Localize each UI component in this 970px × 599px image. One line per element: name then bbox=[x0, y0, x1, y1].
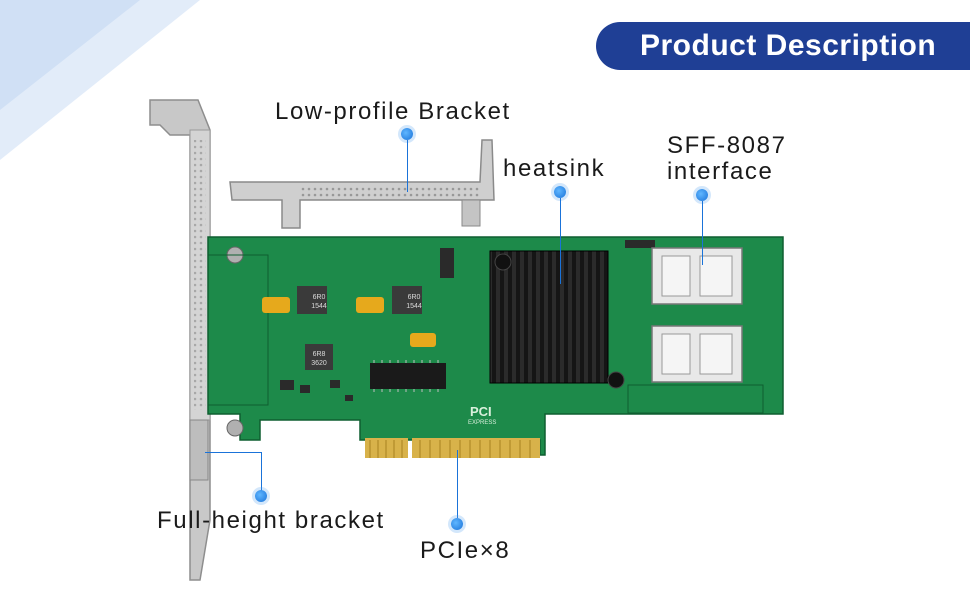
banner-title: Product Description bbox=[640, 29, 937, 62]
pci-logo-text: PCI bbox=[470, 404, 492, 419]
chip-code-5: 6R8 bbox=[313, 351, 326, 358]
callout-line-low-profile bbox=[407, 140, 408, 192]
callout-line-full-height-v bbox=[261, 452, 262, 492]
callout-line-sff bbox=[702, 201, 703, 265]
callout-dot-low-profile bbox=[401, 128, 413, 140]
chip-code-6: 3620 bbox=[311, 360, 327, 367]
callout-dot-sff bbox=[696, 189, 708, 201]
label-sff-line2: interface bbox=[667, 158, 774, 185]
label-heatsink: heatsink bbox=[503, 155, 606, 182]
callout-line-full-height-h bbox=[205, 452, 261, 453]
low-profile-bracket-image bbox=[229, 139, 495, 229]
full-height-bracket-image bbox=[149, 99, 211, 581]
sff-connectors bbox=[651, 247, 743, 383]
label-pcie-x8: PCIe×8 bbox=[420, 537, 511, 564]
chip-code-4: 1544 bbox=[406, 303, 422, 310]
pci-logo-subtext: EXPRESS bbox=[468, 420, 496, 426]
callout-line-pcie bbox=[457, 450, 458, 518]
callout-dot-full-height bbox=[255, 490, 267, 502]
callout-dot-heatsink bbox=[554, 186, 566, 198]
pcb-board: 6R0 1544 6R0 1544 6R8 3620 bbox=[207, 236, 784, 458]
product-description-banner: Product Description bbox=[596, 22, 970, 70]
label-sff-line1: SFF-8087 bbox=[667, 132, 787, 159]
label-low-profile-bracket: Low-profile Bracket bbox=[275, 98, 511, 125]
corner-decoration bbox=[0, 0, 200, 160]
label-full-height-bracket: Full-height bracket bbox=[157, 507, 385, 534]
chip-code-2: 1544 bbox=[311, 303, 327, 310]
callout-dot-pcie bbox=[451, 518, 463, 530]
callout-line-heatsink bbox=[560, 198, 561, 284]
chip-code-3: 6R0 bbox=[408, 294, 421, 301]
chip-code-1: 6R0 bbox=[313, 294, 326, 301]
